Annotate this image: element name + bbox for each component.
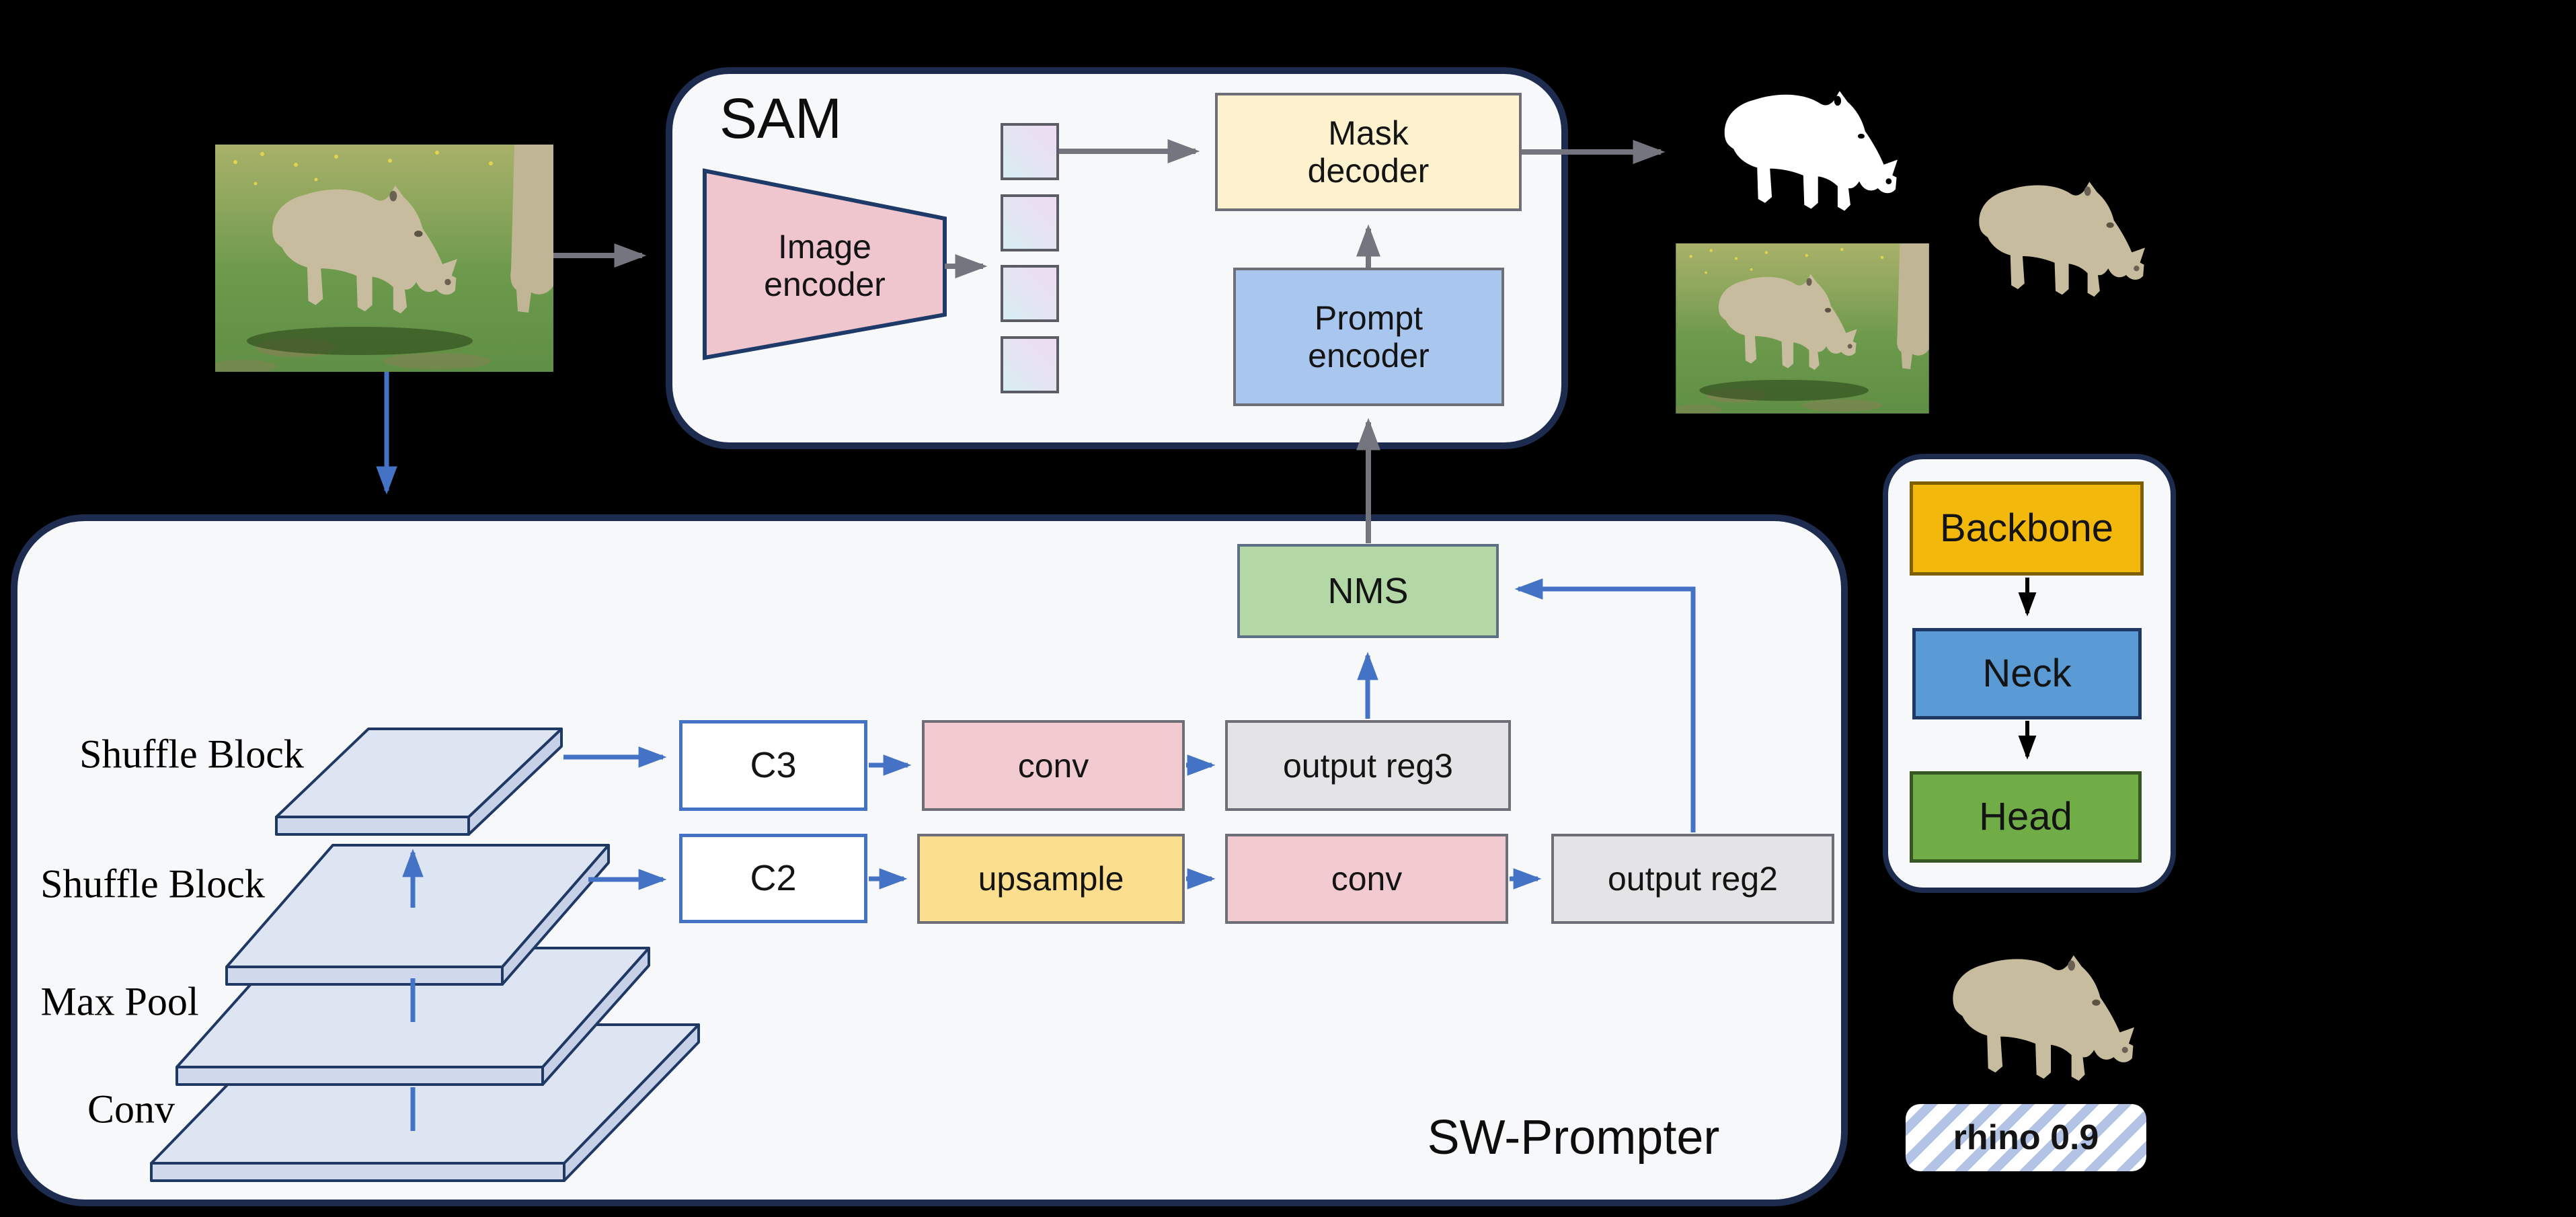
image-embedding-token-4 <box>1001 336 1059 393</box>
segmented-rhino-cutout-image <box>1979 182 2145 297</box>
feature-pyramid <box>150 728 700 1182</box>
image-encoder-label: Image encoder <box>764 228 886 303</box>
mask-decoder-box: Mask decoder <box>1215 93 1522 211</box>
layer-label-shuffle-block-2: Shuffle Block <box>40 861 265 906</box>
mask-output-image <box>1724 91 1898 211</box>
original-rhino-photo-small <box>1676 243 1929 414</box>
legend-head-box: Head <box>1910 771 2142 863</box>
image-embedding-token-2 <box>1001 194 1059 251</box>
input-rhino-photo <box>215 145 553 372</box>
nms-box: NMS <box>1237 544 1499 638</box>
query-rhino-cutout-image <box>1953 955 2134 1081</box>
c2-box: C2 <box>679 834 867 923</box>
upsample-box: upsample <box>917 834 1185 924</box>
legend-neck-box: Neck <box>1912 628 2142 719</box>
legend-backbone-box: Backbone <box>1910 481 2144 576</box>
layer-label-shuffle-block-1: Shuffle Block <box>79 732 304 777</box>
output-reg3-box: output reg3 <box>1225 720 1511 811</box>
layer-label-max-pool: Max Pool <box>40 979 199 1024</box>
image-embedding-token-3 <box>1001 265 1059 322</box>
c3-box: C3 <box>679 720 867 811</box>
layer-label-conv: Conv <box>87 1087 175 1132</box>
sw-prompter-title: SW-Prompter <box>1427 1111 1720 1165</box>
conv-box-bottom: conv <box>1225 834 1508 924</box>
prompt-encoder-box: Prompt encoder <box>1233 268 1504 406</box>
image-encoder-trapezoid <box>703 168 947 360</box>
image-embedding-token-1 <box>1001 123 1059 180</box>
output-reg2-box: output reg2 <box>1551 834 1834 924</box>
sam-title: SAM <box>719 87 843 150</box>
detection-score-badge: rhino 0.9 <box>1906 1104 2146 1171</box>
conv-box-top: conv <box>922 720 1185 811</box>
